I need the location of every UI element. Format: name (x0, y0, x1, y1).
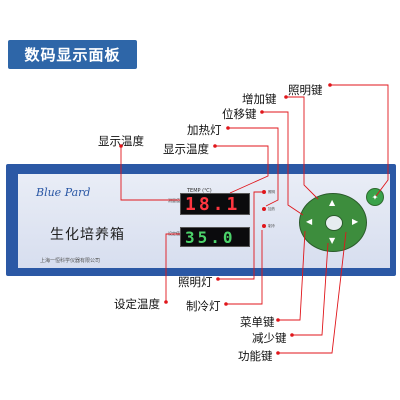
left-arrow-icon[interactable]: ◀ (306, 217, 313, 226)
heating-led-tag: 加热 (268, 207, 275, 211)
lighting-led-tag: 照明 (268, 190, 275, 194)
set-tag: 设定值 (168, 231, 180, 236)
title-badge: 数码显示面板 (8, 40, 137, 69)
leader-heating-light (228, 127, 279, 207)
up-arrow-icon[interactable]: ▲ (329, 198, 336, 207)
right-arrow-icon[interactable]: ▶ (352, 217, 359, 226)
leader-lighting-key (330, 84, 389, 197)
light-bulb-icon[interactable]: ✦ (366, 188, 384, 206)
label-menu-key: 菜单键 (240, 315, 275, 329)
leader-decrease-key (292, 242, 329, 336)
direction-keypad: ▲ ▼ ◀ ▶ (299, 193, 367, 252)
heating-led (262, 207, 266, 211)
cooling-led-tag: 制冷 (268, 224, 275, 228)
cooling-led (262, 224, 266, 228)
label-display-temp-right: 显示温度 (163, 142, 209, 156)
product-name: 生化培养箱 (50, 227, 125, 243)
set-temp-display: 35.0 (180, 227, 250, 247)
measured-tag: 测量值 (168, 198, 180, 203)
label-shift-key: 位移键 (222, 107, 257, 121)
leader-display-temp-right (215, 145, 269, 194)
lighting-led (262, 190, 266, 194)
measured-temp-display: 18.1 (180, 193, 250, 215)
enter-icon[interactable] (325, 215, 343, 231)
leader-display-temp-left (120, 146, 180, 201)
label-increase-key: 增加键 (242, 92, 277, 106)
brand-logo: Blue Pard (36, 186, 91, 199)
leader-function-key (278, 231, 347, 354)
down-arrow-icon[interactable]: ▼ (329, 236, 336, 245)
leader-shift-key (262, 111, 304, 216)
label-set-temp: 设定温度 (114, 297, 160, 311)
leader-cooling-light (226, 230, 263, 305)
leader-increase-key (286, 96, 319, 200)
label-lighting-light: 照明灯 (178, 275, 213, 289)
manufacturer: 上海一恒科学仪器有限公司 (40, 258, 101, 264)
label-display-temp-left: 显示温度 (98, 134, 144, 148)
label-lighting-key: 照明键 (288, 83, 323, 97)
label-decrease-key: 减少键 (252, 331, 287, 345)
leader-menu-key (278, 230, 306, 321)
label-heating-light: 加热灯 (187, 123, 222, 137)
label-cooling-light: 制冷灯 (186, 299, 221, 313)
label-function-key: 功能键 (238, 349, 273, 363)
leader-lighting-light (218, 191, 262, 280)
leader-set-temp (165, 233, 180, 302)
temp-unit-label: TEMP (℃) (187, 188, 212, 194)
